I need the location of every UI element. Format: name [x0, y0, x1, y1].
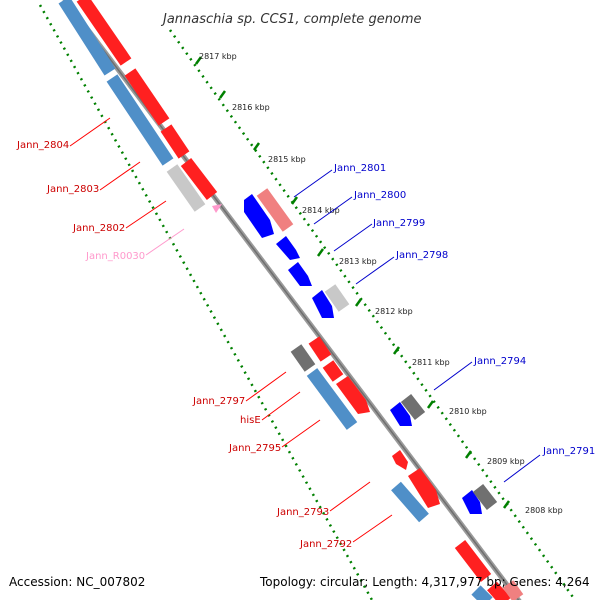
- ruler-label: 2814 kbp: [302, 206, 340, 215]
- gene-label-jann-2795[interactable]: Jann_2795: [228, 443, 281, 454]
- leader-line: [245, 371, 287, 402]
- gene-label-jann-2794[interactable]: Jann_2794: [473, 356, 526, 367]
- ruler-tick: [218, 90, 227, 99]
- ruler-tick: [194, 56, 203, 65]
- leader-line: [433, 361, 473, 391]
- feature-bar: [502, 580, 524, 600]
- gene-arrow: [462, 490, 482, 514]
- gene-label-jann-2804[interactable]: Jann_2804: [16, 140, 69, 151]
- feature-bar: [290, 344, 316, 372]
- feature-bar: [106, 74, 174, 166]
- feature-bar: [454, 540, 492, 582]
- leader-line: [313, 196, 353, 225]
- gene-label-jann-r0030[interactable]: Jann_R0030: [85, 251, 145, 262]
- ruler-label: 2816 kbp: [232, 103, 270, 112]
- ruler-label: 2809 kbp: [487, 457, 525, 466]
- ruler-label: 2810 kbp: [449, 407, 487, 416]
- gene-label-jann-2799[interactable]: Jann_2799: [372, 218, 425, 229]
- ruler-tick: [316, 248, 325, 257]
- ruler-tick: [252, 142, 261, 151]
- feature-bar: [308, 336, 332, 362]
- feature-bar: [472, 484, 498, 510]
- leader-line: [145, 228, 185, 256]
- leader-line: [293, 169, 333, 198]
- ruler-tick: [354, 298, 363, 307]
- gene-arrow: [244, 194, 274, 238]
- gene-label-jann-2797[interactable]: Jann_2797: [192, 396, 245, 407]
- gene-label-jann-2803[interactable]: Jann_2803: [46, 184, 99, 195]
- feature-bar: [391, 481, 429, 523]
- gene-label-jann-2792[interactable]: Jann_2792: [299, 539, 352, 550]
- ruler-label: 2817 kbp: [199, 52, 237, 61]
- feature-bar: [322, 360, 344, 382]
- gene-arrow: [312, 290, 334, 318]
- gene-label-jann-2793[interactable]: Jann_2793: [276, 507, 329, 518]
- ruler-tick: [464, 450, 473, 459]
- rna-feature: [212, 204, 222, 213]
- feature-bar: [76, 0, 132, 66]
- accession-text: Accession: NC_007802: [9, 575, 145, 589]
- gene-label-jann-2798[interactable]: Jann_2798: [395, 250, 448, 261]
- feature-bar: [487, 581, 511, 600]
- leader-line: [333, 223, 373, 252]
- feature-bar: [160, 124, 190, 159]
- leader-line: [125, 200, 167, 229]
- gene-arrow: [336, 376, 370, 414]
- leader-line: [99, 161, 141, 191]
- leader-line: [352, 514, 393, 543]
- ruler-tick: [290, 196, 299, 205]
- gene-label-jann-2800[interactable]: Jann_2800: [353, 190, 406, 201]
- outer-ring-right: [168, 29, 577, 600]
- feature-bar: [166, 164, 206, 212]
- feature-bar: [124, 68, 170, 126]
- gene-arrow: [408, 468, 440, 508]
- ruler-tick: [426, 400, 435, 409]
- ruler-label: 2815 kbp: [268, 155, 306, 164]
- gene-label-jann-2801[interactable]: Jann_2801: [333, 163, 386, 174]
- ruler-label: 2812 kbp: [375, 307, 413, 316]
- feature-bar: [400, 394, 426, 420]
- gene-arrow: [288, 262, 312, 286]
- gene-label-hise[interactable]: hisE: [240, 415, 261, 426]
- leader-line: [355, 256, 395, 285]
- ruler-label: 2813 kbp: [339, 257, 377, 266]
- gene-arrow: [276, 236, 300, 260]
- gene-arrow: [390, 402, 412, 426]
- ruler-tick: [392, 346, 401, 355]
- ruler-label: 2811 kbp: [412, 358, 450, 367]
- leader-line: [281, 419, 321, 448]
- feature-bar: [58, 0, 116, 76]
- outer-ring-left: [38, 4, 374, 600]
- ruler-tick: [502, 500, 511, 509]
- leader-line: [329, 481, 371, 512]
- feature-bar: [180, 158, 218, 200]
- ruler-label: 2808 kbp: [525, 506, 563, 515]
- gene-label-jann-2791[interactable]: Jann_2791: [542, 446, 595, 457]
- feature-bar: [324, 284, 350, 312]
- gene-label-jann-2802[interactable]: Jann_2802: [72, 223, 125, 234]
- gene-arrow: [392, 450, 408, 470]
- topology-text: Topology: circular; Length: 4,317,977 bp…: [259, 575, 590, 589]
- leader-line: [69, 117, 111, 147]
- leader-line: [261, 391, 301, 421]
- genome-backbone-core: [64, 0, 520, 600]
- map-title: Jannaschia sp. CCS1, complete genome: [160, 12, 422, 27]
- feature-bar: [256, 188, 294, 232]
- leader-line: [503, 454, 541, 483]
- feature-bar: [471, 585, 493, 600]
- feature-bar: [306, 368, 358, 430]
